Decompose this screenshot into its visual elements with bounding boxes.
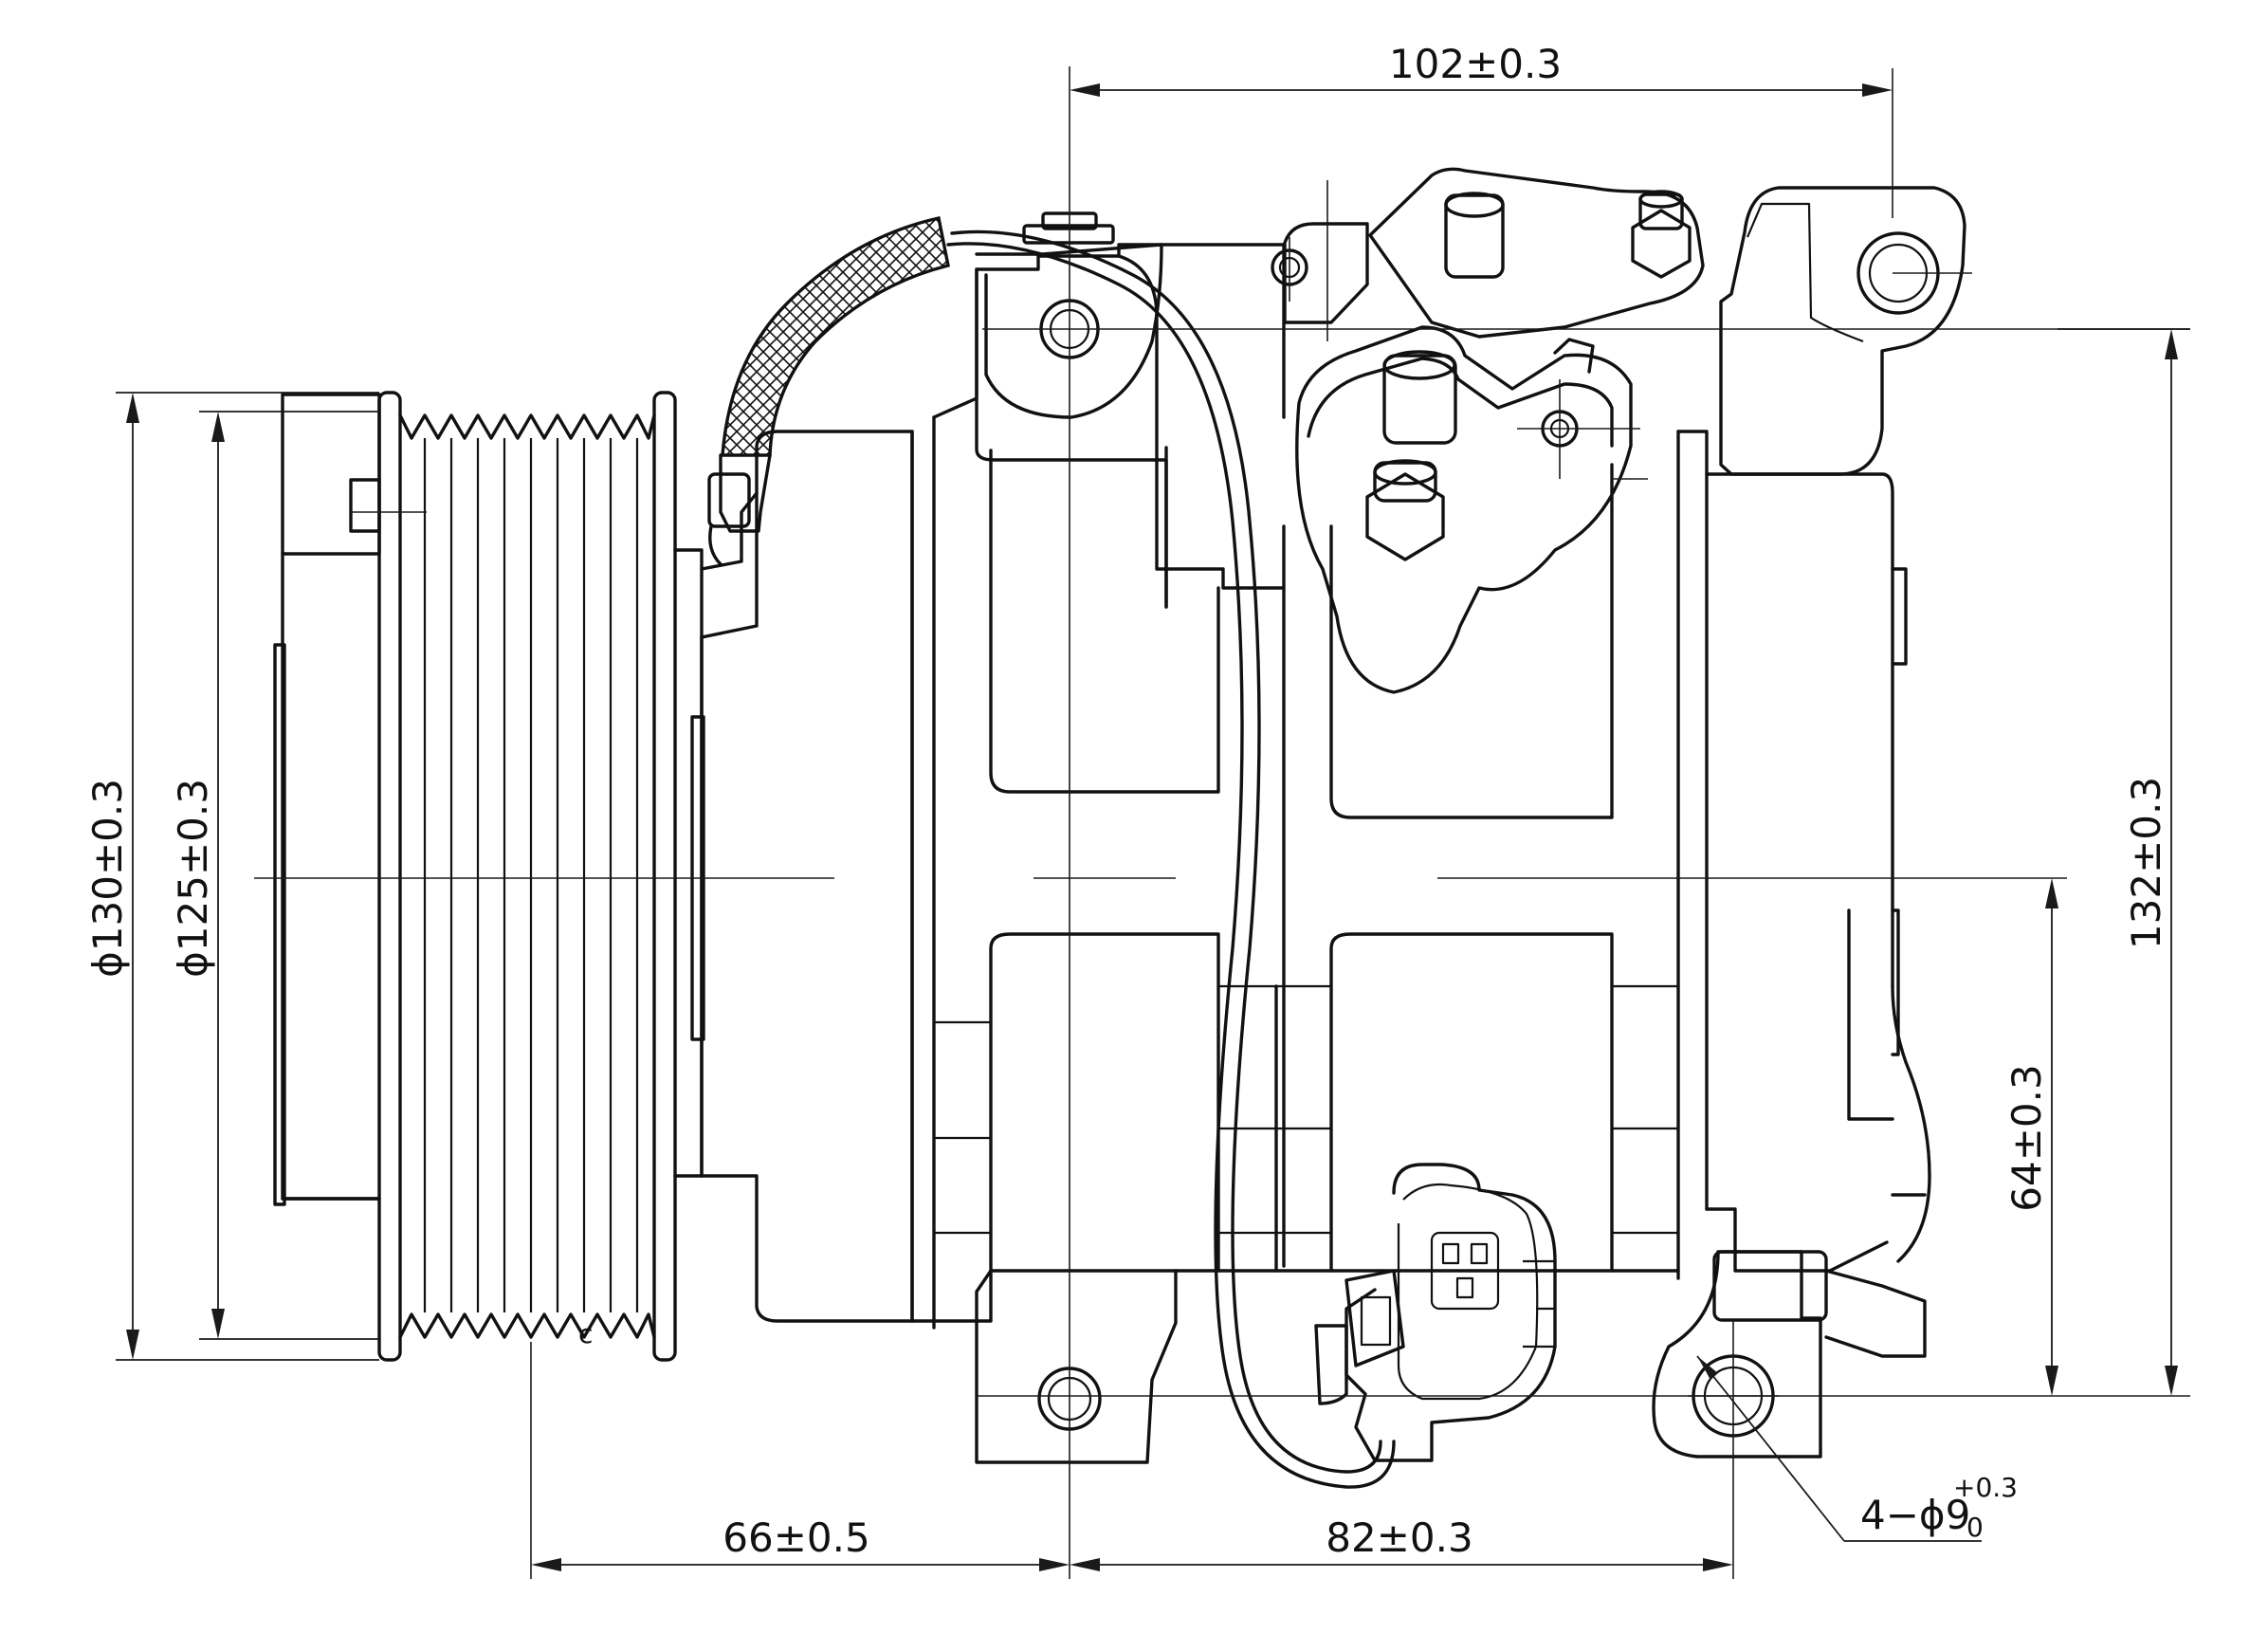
dim-overall-height: 132±0.3: [2123, 777, 2169, 949]
dim-inner-diameter: ϕ125±0.3: [170, 779, 216, 978]
dimension-labels: 102±0.3 ϕ130±0.3 ϕ125±0.3 132±0.3 64±0.3…: [84, 41, 2169, 1561]
dim-lower-height: 64±0.3: [2003, 1064, 2050, 1211]
dimension-lines: [116, 83, 2190, 1571]
pulley: [273, 391, 705, 1362]
electrical-connector: [1314, 1163, 1557, 1462]
dim-holes-callout: 4−ϕ9: [1860, 1492, 1970, 1538]
wire-harness: [707, 215, 1396, 1489]
braided-sleeve: [721, 215, 950, 457]
dim-outer-diameter: ϕ130±0.3: [84, 779, 131, 978]
dim-holes-tol-lower: 0: [1966, 1512, 1984, 1543]
dim-pulley-offset: 66±0.5: [722, 1514, 869, 1561]
pulley-grooves: [423, 438, 639, 1312]
compressor-body: [910, 243, 1931, 1323]
front-housing: [700, 415, 936, 1330]
small-mark: c: [578, 1318, 593, 1349]
center-lines: [254, 66, 2190, 1579]
dim-top-width: 102±0.3: [1389, 41, 1562, 87]
dim-holes-tol-upper: +0.3: [1953, 1472, 2018, 1503]
dim-mount-spacing: 82±0.3: [1326, 1514, 1472, 1561]
